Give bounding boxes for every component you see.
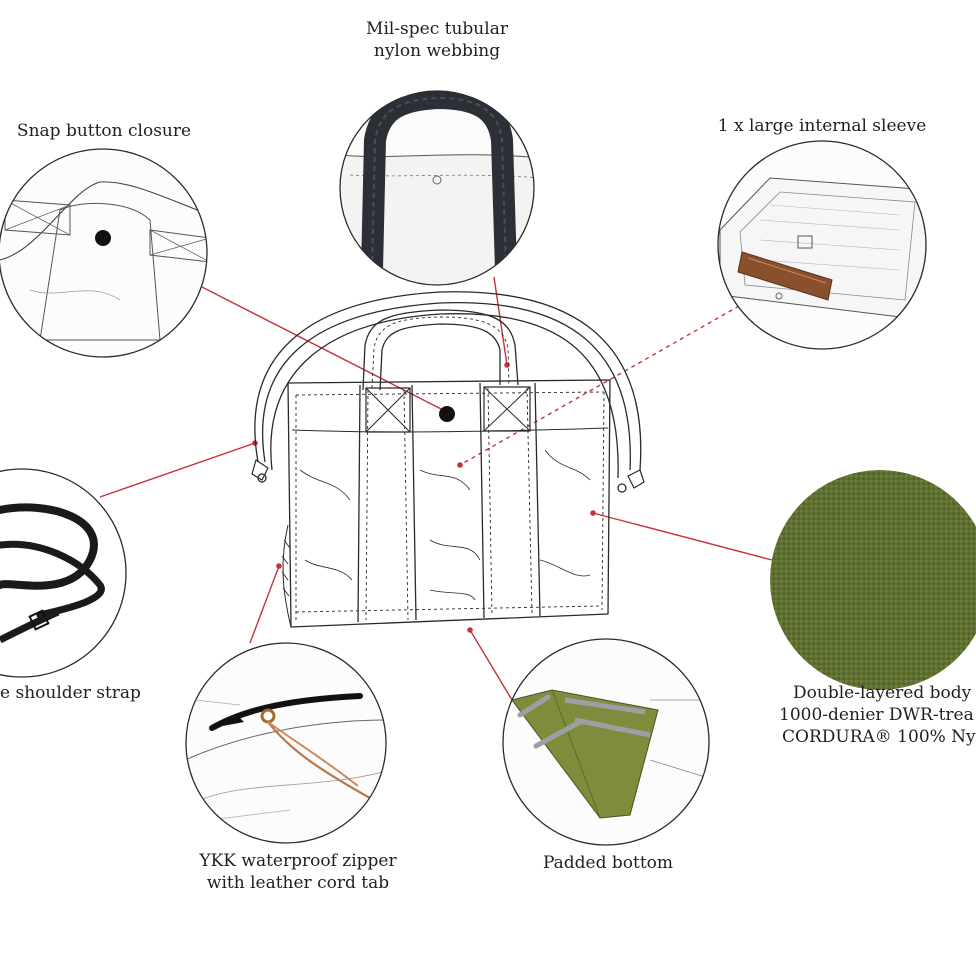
bag-illustration xyxy=(251,291,645,628)
leader-zipper xyxy=(249,565,280,644)
label-body: Double-layered body 1000-denier DWR-trea… xyxy=(776,682,976,748)
label-webbing-line2: nylon webbing xyxy=(373,41,501,61)
detail-strap xyxy=(0,468,127,678)
label-strap: e shoulder strap xyxy=(0,682,141,704)
label-snap: Snap button closure xyxy=(17,120,191,142)
detail-webbing xyxy=(339,90,535,286)
label-strap-line1: e shoulder strap xyxy=(0,683,141,703)
detail-snap xyxy=(0,148,208,358)
label-body-line2: 1000-denier DWR-trea xyxy=(779,705,974,725)
label-zipper-line1: YKK waterproof zipper xyxy=(199,851,397,871)
leader-lines xyxy=(99,276,773,701)
leader-bottom xyxy=(469,629,513,701)
label-body-line1: Double-layered body xyxy=(793,683,972,703)
detail-cordura xyxy=(770,470,976,690)
leader-strap xyxy=(99,442,256,498)
leader-sleeve xyxy=(459,297,754,466)
label-body-line3: CORDURA® 100% Ny xyxy=(782,727,976,747)
label-webbing-line1: Mil-spec tubular xyxy=(366,19,508,39)
label-bottom: Padded bottom xyxy=(543,852,673,874)
leader-body xyxy=(592,512,773,561)
label-webbing: Mil-spec tubular nylon webbing xyxy=(366,18,508,62)
label-sleeve: 1 x large internal sleeve xyxy=(718,115,927,137)
label-snap-line1: Snap button closure xyxy=(16,121,192,141)
diagram-canvas xyxy=(0,90,976,846)
detail-padded-bottom xyxy=(502,638,710,846)
leader-dots xyxy=(252,362,596,633)
label-sleeve-line1: 1 x large internal sleeve xyxy=(717,116,927,136)
detail-zipper xyxy=(185,642,387,844)
bag-feature-diagram xyxy=(0,90,976,846)
label-zipper-line2: with leather cord tab xyxy=(206,873,390,893)
detail-sleeve xyxy=(717,140,927,350)
label-bottom-line1: Padded bottom xyxy=(542,853,674,873)
label-zipper: YKK waterproof zipper with leather cord … xyxy=(199,850,396,894)
